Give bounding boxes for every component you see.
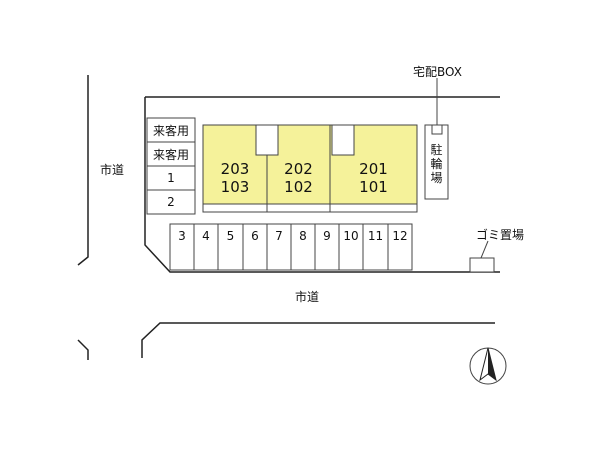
unit-202-102: 202 102 [267,158,330,198]
unit-upper-number: 203 [220,160,250,178]
garbage-leader [480,240,489,259]
delivery-box [431,124,443,135]
west-road-label: 市道 [100,163,125,177]
parking-space-10: 10 [343,229,359,243]
north-arrow-icon [469,347,507,385]
parking-space-guest: 来客用 [152,147,189,162]
garbage-area [469,257,495,273]
unit-upper-number: 201 [359,160,388,178]
south-road-edge [141,322,495,358]
apartment-building [202,124,418,205]
parking-space-5: 5 [226,229,235,243]
west-road-edge-lower [77,339,89,360]
delivery-box-label: 宅配BOX [413,65,462,79]
unit-lower-number: 101 [359,178,388,196]
parking-space-2: 2 [167,195,175,209]
parking-space-1: 1 [167,171,175,185]
garbage-label: ゴミ置場 [476,228,525,242]
parking-space-7: 7 [275,229,283,243]
unit-lower-number: 102 [284,178,313,196]
west-road-edge [77,75,89,266]
south-road-label: 市道 [295,290,320,304]
unit-201-101: 201 101 [330,158,417,198]
parking-space-9: 9 [323,229,331,243]
stair-notch [331,124,355,156]
stair-notch [255,124,279,156]
parking-space-11: 11 [367,229,384,243]
parking-space-6: 6 [251,229,259,243]
parking-space-4: 4 [202,229,210,243]
unit-lower-number: 103 [220,178,250,196]
parking-space-8: 8 [299,229,307,243]
parking-space-guest: 来客用 [152,123,189,138]
parking-space-3: 3 [178,229,186,243]
bicycle-parking-label: 駐 輪 場 [430,143,443,185]
balcony-strip [202,203,418,213]
unit-upper-number: 202 [284,160,313,178]
unit-203-103: 203 103 [203,158,267,198]
parking-space-12: 12 [392,229,408,243]
